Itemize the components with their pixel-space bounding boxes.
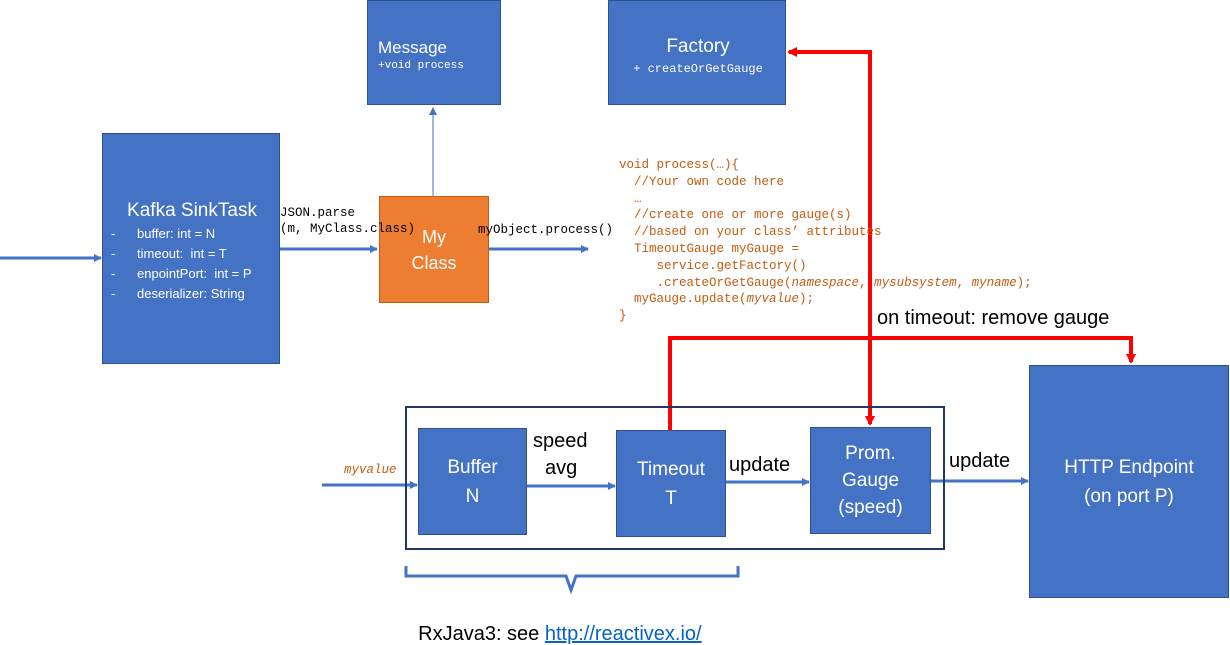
reactivex-link[interactable]: http://reactivex.io/ xyxy=(544,623,702,645)
field-buffer: - buffer: int = N xyxy=(111,226,216,241)
process-code-block: void process(…){ //Your own code here … … xyxy=(619,158,1032,324)
buffer-line1: Buffer xyxy=(447,456,498,478)
timeout-line2: T xyxy=(665,487,677,509)
rxjava-brace xyxy=(404,566,740,595)
buffer-box: Buffer N xyxy=(418,428,527,535)
myvalue-label: myvalue xyxy=(344,463,397,477)
field-timeout: - timeout: int = T xyxy=(111,246,227,261)
buffer-line2: N xyxy=(465,485,480,507)
http-line2: (on port P) xyxy=(1084,485,1174,507)
field-endpoint-port: - enpointPort: int = P xyxy=(111,266,252,281)
timeout-line1: Timeout xyxy=(637,458,705,480)
json-parse-args-label: (m, MyClass.class) xyxy=(280,222,416,236)
timeout-box: Timeout T xyxy=(616,430,726,537)
factory-method: + createOrGetGauge xyxy=(633,62,763,76)
update-label-2: update xyxy=(949,450,1011,472)
message-method: +void process xyxy=(378,60,464,72)
speed-label: speed xyxy=(533,430,588,452)
gauge-line2: Gauge xyxy=(841,470,900,491)
factory-box: Factory + createOrGetGauge xyxy=(608,0,786,105)
kafka-title: Kafka SinkTask xyxy=(127,200,257,221)
rxjava-frame xyxy=(405,406,945,550)
kafka-fields: - buffer: int = N - timeout: int = T - e… xyxy=(111,224,252,304)
myclass-line2: Class xyxy=(411,252,457,273)
factory-title: Factory xyxy=(666,36,730,57)
myclass-box: My Class xyxy=(379,196,489,303)
on-timeout-label: on timeout: remove gauge xyxy=(877,307,1110,329)
myobject-process-label: myObject.process() xyxy=(478,223,614,237)
gauge-line3: (speed) xyxy=(838,497,903,518)
message-title: Message xyxy=(378,38,447,57)
red-arrow-timeout-http xyxy=(668,336,1136,430)
rxjava-caption: RxJava3: see http://reactivex.io/ xyxy=(407,604,702,645)
json-parse-label: JSON.parse xyxy=(280,206,356,220)
gauge-line1: Prom. xyxy=(845,443,896,464)
myclass-line1: My xyxy=(422,226,446,247)
avg-label: avg xyxy=(545,457,578,479)
field-deserializer: - deserializer: String xyxy=(111,286,245,301)
http-line1: HTTP Endpoint xyxy=(1064,456,1194,478)
message-box: Message +void process xyxy=(367,0,501,105)
update-label-1: update xyxy=(729,454,791,476)
http-endpoint-box: HTTP Endpoint (on port P) xyxy=(1029,365,1229,598)
rxjava-prefix: RxJava3: see xyxy=(418,623,545,645)
kafka-sinktask-box: Kafka SinkTask - buffer: int = N - timeo… xyxy=(102,133,280,364)
prom-gauge-box: Prom. Gauge (speed) xyxy=(810,427,931,534)
